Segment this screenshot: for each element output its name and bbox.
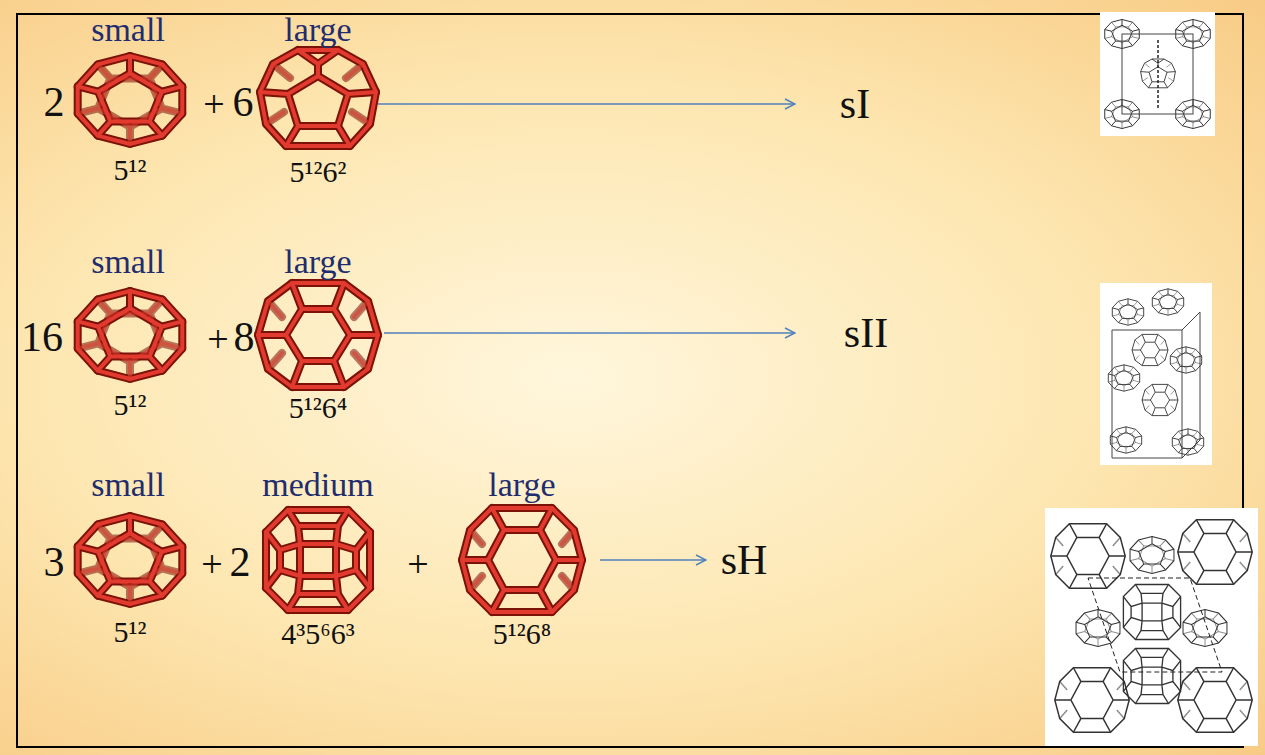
- plus-sign: +: [207, 320, 228, 358]
- large-cage: [260, 50, 376, 146]
- cage-size-label: small: [91, 468, 165, 502]
- cage-outline: [1183, 610, 1227, 647]
- cage-outline: [1108, 365, 1139, 391]
- cage-count: 6: [233, 81, 254, 123]
- cage-outline: [1132, 334, 1168, 365]
- structure-picture: [1100, 12, 1215, 136]
- cage-outline: [1130, 537, 1174, 574]
- cage-size-label: large: [284, 245, 351, 279]
- small-cage: [78, 291, 183, 379]
- cage-size-label: small: [91, 245, 165, 279]
- arrow: [600, 559, 706, 561]
- cage-outline: [1123, 585, 1180, 640]
- cage-face-notation: 5¹²: [114, 155, 147, 185]
- large-cage: [462, 508, 582, 612]
- structure-lines: [1108, 289, 1203, 455]
- small-cage: [78, 516, 183, 604]
- cage-face-notation: 5¹²: [114, 390, 147, 420]
- large-cage: [258, 283, 378, 387]
- cage-outline: [1178, 668, 1252, 732]
- structure-lines: [1105, 19, 1211, 128]
- structure-name: sH: [721, 539, 768, 581]
- cage-count: 2: [44, 81, 65, 123]
- structure-lines: [1051, 520, 1252, 732]
- arrow: [384, 332, 795, 334]
- unit-cell: [1122, 34, 1193, 114]
- reaction-arrows: [378, 104, 795, 560]
- small-cage: [78, 56, 183, 144]
- cage-outline: [1123, 649, 1180, 704]
- cage-count: 16: [21, 316, 63, 358]
- cage-outline: [1170, 347, 1201, 373]
- cage-size-label: small: [91, 13, 165, 47]
- structure-name: sII: [844, 312, 888, 354]
- cage-outline: [1112, 299, 1143, 325]
- cage-outline: [1178, 520, 1252, 584]
- cage-outline: [1141, 59, 1176, 88]
- unit-cell: [1182, 330, 1183, 458]
- cage-outline: [1172, 429, 1203, 455]
- picture-ground: [1045, 508, 1258, 746]
- cage-count: 8: [234, 316, 255, 358]
- cage-outline: [1076, 610, 1120, 647]
- picture-ground: [1100, 283, 1212, 465]
- unit-cell: [1088, 578, 1222, 672]
- picture-ground: [1100, 12, 1215, 136]
- medium-cage: [266, 510, 370, 610]
- medium-cage: [266, 510, 370, 610]
- cage-count: 2: [230, 541, 251, 583]
- small-cage: [78, 56, 183, 144]
- large-cage: [260, 50, 376, 146]
- cage-outline: [1110, 427, 1141, 453]
- cage-outline: [1055, 668, 1129, 732]
- cage-face-notation: 5¹²6²: [290, 157, 347, 187]
- arrow: [378, 103, 795, 105]
- cage-face-notation: 5¹²6⁴: [289, 393, 347, 423]
- cage-size-label: large: [284, 13, 351, 47]
- small-cage: [78, 516, 183, 604]
- plus-sign: +: [407, 545, 428, 583]
- cage-outline: [1152, 289, 1183, 315]
- cage-size-label: medium: [262, 468, 373, 502]
- small-cage: [78, 291, 183, 379]
- cage-outline: [1142, 384, 1178, 415]
- large-cage: [462, 508, 582, 612]
- structure-name: sI: [840, 83, 870, 125]
- cage-face-notation: 5¹²: [114, 617, 147, 647]
- cell-axis: [1157, 40, 1159, 108]
- plus-sign: +: [201, 545, 222, 583]
- cage-face-notation: 5¹²6⁸: [493, 619, 551, 649]
- cage-face-notation: 4³5⁶6³: [281, 619, 354, 649]
- structure-picture: [1100, 283, 1212, 465]
- large-cage: [258, 283, 378, 387]
- cage-illustrations: [78, 50, 582, 612]
- cage-count: 3: [44, 541, 65, 583]
- structure-picture: [1045, 508, 1258, 746]
- plus-sign: +: [203, 85, 224, 123]
- cage-size-label: large: [488, 468, 555, 502]
